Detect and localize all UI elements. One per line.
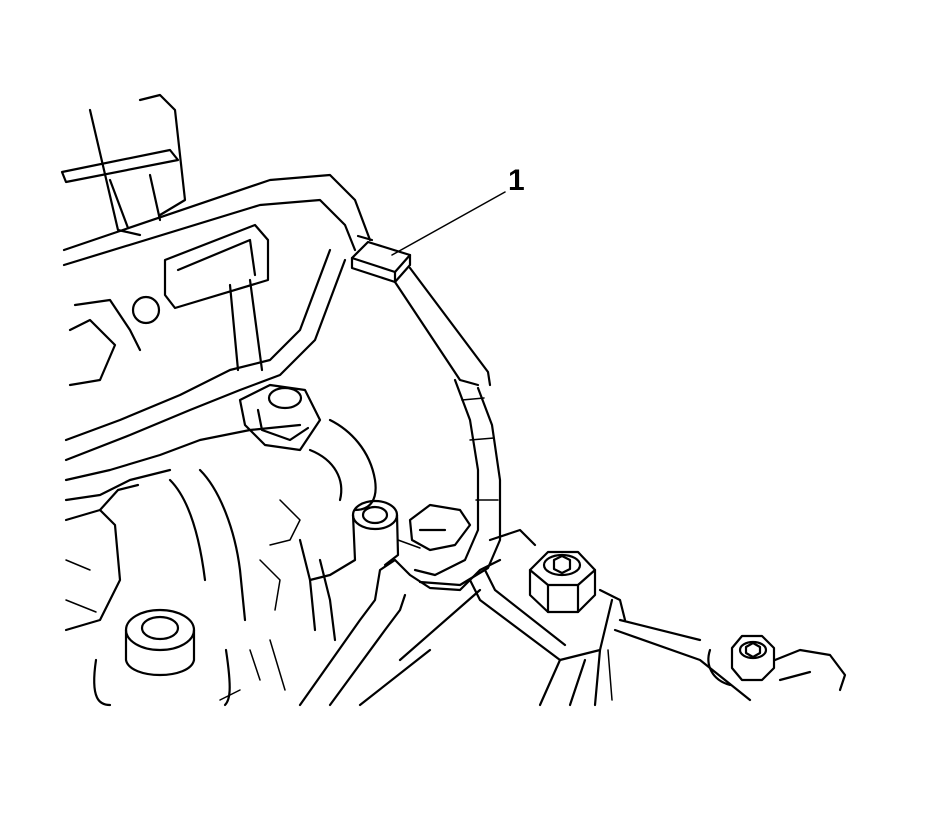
callout-label: 1 bbox=[508, 164, 525, 197]
detail-lines bbox=[65, 559, 286, 701]
far-right-bolt bbox=[707, 634, 847, 692]
callout-1: 1 bbox=[391, 164, 525, 256]
center-components bbox=[64, 418, 377, 632]
callout-leader-line bbox=[391, 191, 506, 256]
harness-clip bbox=[397, 503, 472, 552]
harness-main-run bbox=[64, 248, 347, 502]
harness-branch bbox=[393, 266, 502, 587]
upper-mount-bracket bbox=[60, 93, 372, 387]
right-housing bbox=[468, 528, 752, 707]
right-hex-bolt bbox=[528, 550, 597, 614]
lower-left-boss bbox=[93, 608, 231, 707]
center-bolt bbox=[238, 383, 322, 452]
fitting-cylinder bbox=[298, 499, 400, 642]
wiring-connector bbox=[350, 234, 412, 284]
